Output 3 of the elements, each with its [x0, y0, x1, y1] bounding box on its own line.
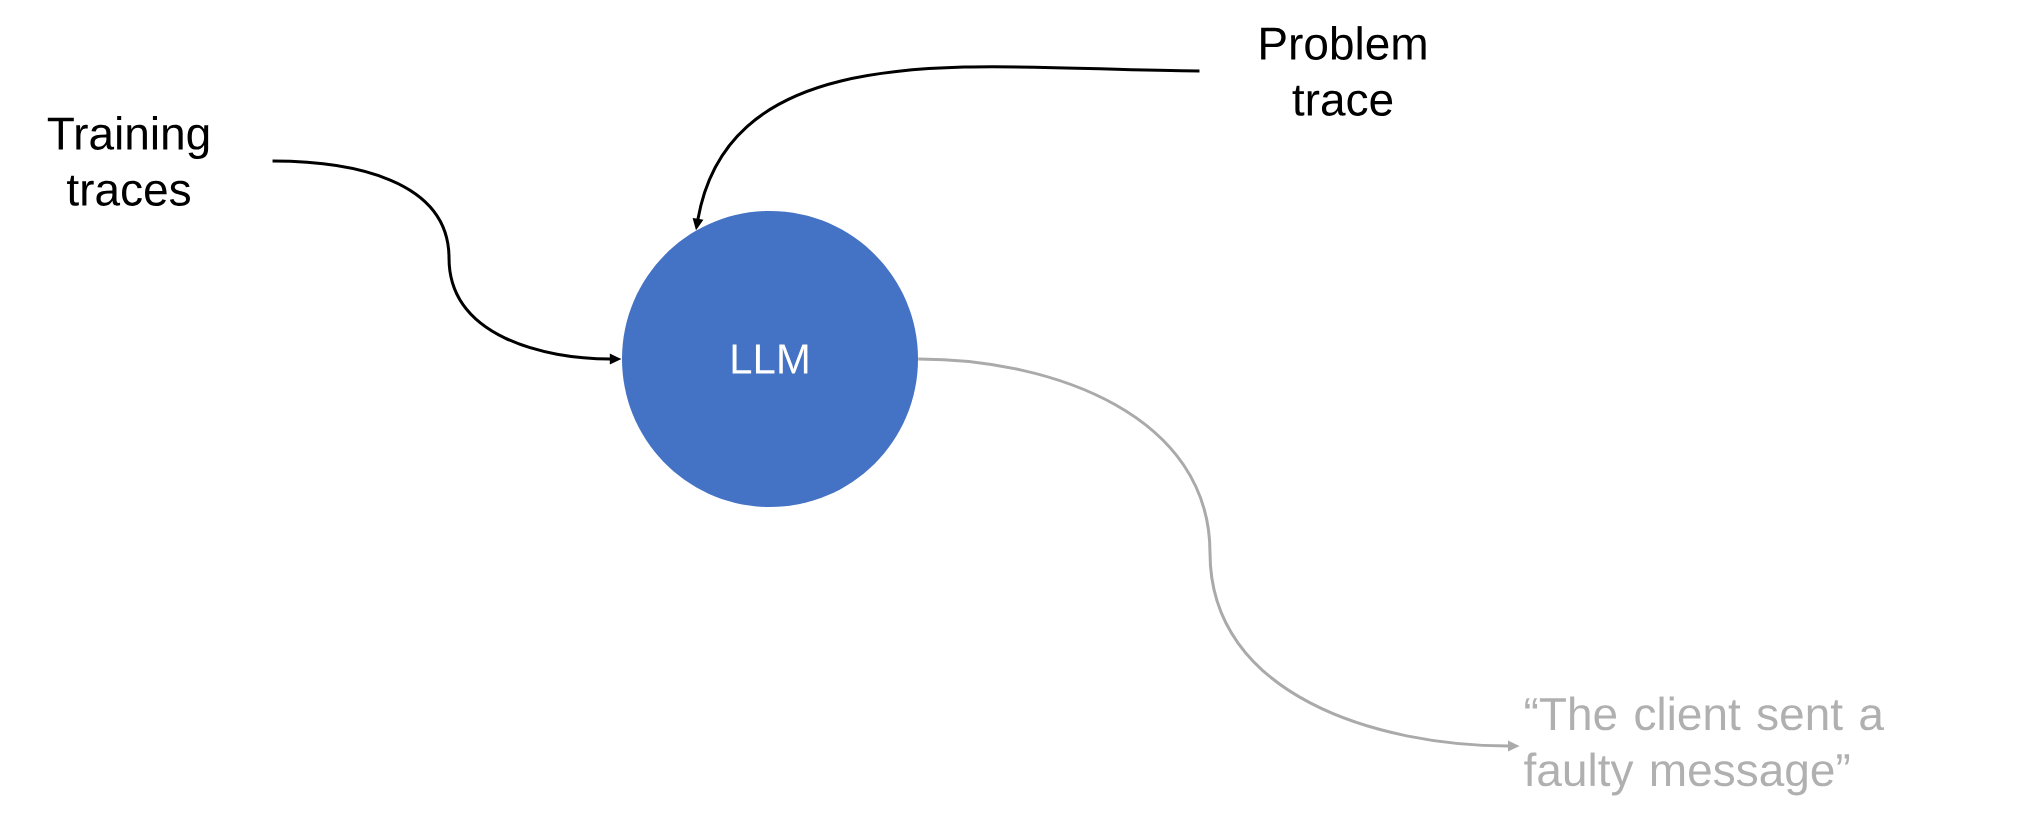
output-text: “The client sent a faulty message” — [1524, 696, 1884, 796]
input-label: Problem trace — [1261, 26, 1426, 116]
input-label: Training traces — [47, 116, 209, 206]
